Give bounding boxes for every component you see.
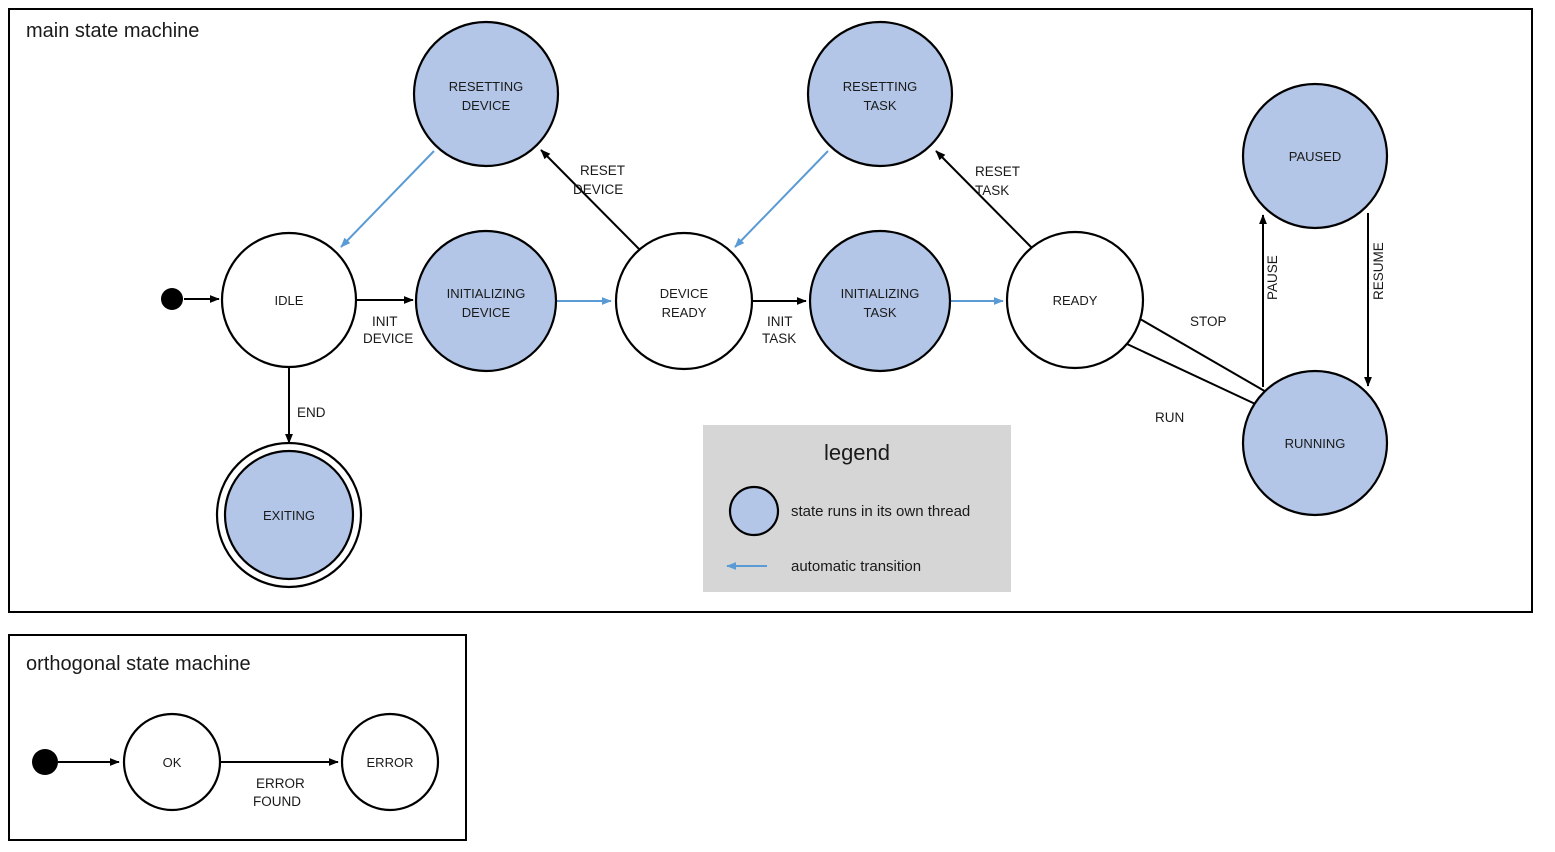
transition-ready-resetting-task[interactable] [935, 150, 1035, 251]
transition-label-resume: RESUME [1371, 242, 1386, 300]
state-label-idle: IDLE [275, 293, 304, 308]
state-circle-initializing-device[interactable] [414, 229, 558, 373]
legend-thread-state-label: state runs in its own thread [791, 503, 970, 520]
transition-ready-running[interactable] [1126, 343, 1267, 410]
transition-label-reset-device-line1: RESET [580, 163, 625, 178]
state-circle-idle[interactable] [220, 231, 358, 369]
transition-label-error-found-line2: FOUND [253, 794, 301, 809]
main-frame-border [8, 8, 1533, 613]
state-label-ok: OK [163, 755, 182, 770]
transition-label-stop: STOP [1190, 314, 1227, 329]
state-label-running: RUNNING [1285, 436, 1346, 451]
orthogonal-transitions-layer: ERROR FOUND [58, 758, 339, 809]
state-label-initializing-device-line1: INITIALIZING [447, 286, 526, 301]
transition-label-reset-task-line1: RESET [975, 164, 1020, 179]
main-states-layer: IDLE RESETTING DEVICE INITIALIZING DEVIC… [161, 20, 1389, 589]
legend-automatic-transition-label: automatic transition [791, 558, 921, 575]
state-label-device-ready-line2: READY [662, 305, 707, 320]
transition-label-reset-device-line2: DEVICE [573, 182, 623, 197]
state-label-resetting-device-line2: DEVICE [462, 98, 511, 113]
state-circle-paused[interactable] [1241, 82, 1389, 230]
state-node-ok[interactable]: OK [122, 712, 222, 812]
state-node-error[interactable]: ERROR [340, 712, 440, 812]
state-circle-ok[interactable] [122, 712, 222, 812]
legend-title: legend [824, 440, 890, 465]
initial-state-dot-main [161, 288, 183, 310]
state-label-device-ready-line1: DEVICE [660, 286, 709, 301]
state-label-exiting: EXITING [263, 508, 315, 523]
main-transitions-layer: INIT DEVICE END RESET DEVICE INIT TASK [184, 149, 1386, 444]
state-node-exiting[interactable]: EXITING [215, 441, 363, 589]
state-circle-device-ready[interactable] [614, 231, 754, 371]
initial-state-dot-orthogonal [32, 749, 58, 775]
legend-thread-state-swatch [728, 485, 780, 537]
orthogonal-states-layer: OK ERROR [32, 712, 440, 812]
transition-label-end: END [297, 405, 326, 420]
state-label-ready: READY [1053, 293, 1098, 308]
transition-label-run: RUN [1155, 410, 1184, 425]
transition-resetting-task-device-ready[interactable] [734, 150, 829, 248]
transition-label-init-device-line1: INIT [372, 314, 398, 329]
state-label-initializing-task-line2: TASK [864, 305, 897, 320]
transition-label-reset-task-line2: TASK [975, 183, 1009, 198]
state-label-resetting-task-line1: RESETTING [843, 79, 917, 94]
state-circle-running[interactable] [1241, 369, 1389, 517]
state-circle-error[interactable] [340, 712, 440, 812]
main-frame-title: main state machine [26, 20, 199, 42]
transition-label-init-task-line2: TASK [762, 331, 796, 346]
state-label-resetting-task-line2: TASK [864, 98, 897, 113]
transition-label-pause: PAUSE [1265, 255, 1280, 300]
transition-resetting-device-idle[interactable] [340, 150, 435, 248]
state-label-resetting-device-line1: RESETTING [449, 79, 523, 94]
transition-running-ready[interactable] [1127, 311, 1269, 394]
transition-label-init-task-line1: INIT [767, 314, 793, 329]
state-circle-ready[interactable] [1005, 230, 1145, 370]
state-label-error: ERROR [367, 755, 414, 770]
state-node-resetting-device[interactable]: RESETTING DEVICE [412, 20, 560, 168]
transition-label-error-found-line1: ERROR [256, 776, 305, 791]
state-node-ready[interactable]: READY [1005, 230, 1145, 370]
orthogonal-frame-border [8, 634, 467, 841]
state-node-device-ready[interactable]: DEVICE READY [614, 231, 754, 371]
state-circle-resetting-task[interactable] [806, 20, 954, 168]
orthogonal-frame-title: orthogonal state machine [26, 653, 251, 675]
state-node-idle[interactable]: IDLE [220, 231, 358, 369]
state-label-paused: PAUSED [1289, 149, 1342, 164]
state-label-initializing-device-line2: DEVICE [462, 305, 511, 320]
main-state-machine-frame: main state machine [8, 8, 1533, 613]
state-node-resetting-task[interactable]: RESETTING TASK [806, 20, 954, 168]
state-node-running[interactable]: RUNNING [1241, 369, 1389, 517]
transition-label-init-device-line2: DEVICE [363, 331, 413, 346]
state-label-initializing-task-line1: INITIALIZING [841, 286, 920, 301]
state-node-initializing-device[interactable]: INITIALIZING DEVICE [414, 229, 558, 373]
legend-panel: legend state runs in its own thread auto… [703, 425, 1011, 592]
state-circle-exiting[interactable] [223, 449, 355, 581]
state-circle-resetting-device[interactable] [412, 20, 560, 168]
transition-device-ready-resetting-device[interactable] [540, 149, 641, 251]
state-circle-initializing-task[interactable] [808, 229, 952, 373]
orthogonal-state-machine-frame: orthogonal state machine [8, 634, 467, 841]
state-node-paused[interactable]: PAUSED [1241, 82, 1389, 230]
state-node-initializing-task[interactable]: INITIALIZING TASK [808, 229, 952, 373]
